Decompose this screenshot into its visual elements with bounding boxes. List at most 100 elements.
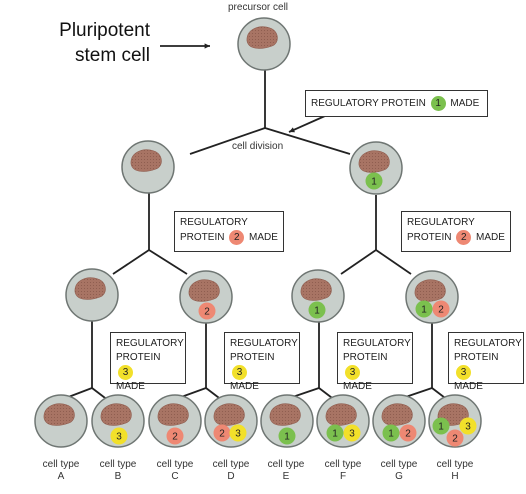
branch-line	[375, 249, 412, 275]
cell-type-text: cell type	[436, 459, 474, 470]
protein-3-number: 3	[235, 429, 241, 440]
nucleus	[213, 403, 245, 426]
reg3-c-made: MADE	[343, 381, 372, 393]
protein-1-marker	[278, 427, 296, 445]
protein-3-marker	[110, 427, 128, 445]
nucleus	[246, 26, 278, 49]
cell-type-text: cell type	[156, 459, 194, 470]
protein-2-number: 2	[204, 307, 210, 318]
cell-type-letter: E	[282, 471, 290, 482]
branch-line	[189, 127, 266, 155]
protein-2-marker	[399, 424, 417, 442]
protein-3-badge: 3	[456, 365, 471, 380]
cell-division-label: cell division	[232, 141, 284, 152]
cell-type-a-label: cell type A	[31, 459, 91, 483]
cell-type-b-label: cell type B	[88, 459, 148, 483]
reg2-right-line1: REGULATORY	[407, 217, 475, 228]
protein-1-marker	[432, 417, 450, 435]
reg3-d-line1: REGULATORY	[454, 338, 522, 349]
regulatory-protein-3-box-c: REGULATORY PROTEIN 3 MADE	[337, 332, 413, 392]
arrowhead	[289, 127, 295, 133]
reg3-b-made: MADE	[230, 381, 259, 393]
reg3-d-line2: PROTEIN 3	[454, 351, 518, 380]
daughter-cell-left	[121, 140, 175, 194]
reg3-c-line2: PROTEIN 3	[343, 351, 407, 380]
protein-1-marker	[308, 301, 326, 319]
cell-level3-2: 2	[179, 270, 233, 324]
protein-2-number: 2	[438, 305, 444, 316]
cell-type-text: cell type	[380, 459, 418, 470]
protein-2-badge: 2	[229, 230, 245, 245]
cell-type-letter: C	[171, 471, 179, 482]
protein-1-number: 1	[284, 432, 290, 443]
protein-1-marker	[415, 300, 433, 318]
cell-type-letter: F	[339, 471, 347, 482]
protein-1-marker	[365, 172, 383, 190]
cell-type-a	[34, 394, 88, 448]
reg3-d-protein: PROTEIN	[454, 352, 499, 363]
protein-2-marker	[213, 424, 231, 442]
protein-2-number: 2	[172, 432, 178, 443]
reg2-left-protein: PROTEIN	[180, 232, 225, 244]
protein-2-number: 2	[219, 429, 225, 440]
protein-3-number: 3	[465, 422, 471, 433]
reg3-b-protein: PROTEIN	[230, 352, 275, 363]
nucleus	[414, 279, 446, 302]
cell-type-text: cell type	[99, 459, 137, 470]
reg2-left-made: MADE	[249, 232, 278, 244]
nucleus	[300, 278, 332, 301]
cell-type-c-label: cell type C	[145, 459, 205, 483]
reg2-left-line1: REGULATORY	[180, 217, 248, 228]
precursor-cell-label: precursor cell	[228, 2, 289, 13]
cell-type-g-label: cell type G	[369, 459, 429, 483]
nucleus	[100, 403, 132, 426]
cell-level3-3: 1	[291, 269, 345, 323]
cell-type-b: 3	[91, 394, 145, 448]
cell-type-letter: B	[114, 471, 122, 482]
daughter-cell-right: 1	[349, 141, 403, 195]
cell-type-letter: G	[395, 471, 403, 482]
cell-type-text: cell type	[267, 459, 305, 470]
protein-1-number: 1	[438, 422, 444, 433]
nucleus	[130, 149, 162, 172]
protein-3-badge: 3	[118, 365, 133, 380]
protein-2-number: 2	[452, 434, 458, 445]
protein-2-marker	[446, 429, 464, 447]
branch-line	[264, 127, 351, 155]
nucleus	[269, 403, 301, 426]
arrowhead	[204, 43, 210, 49]
protein-2-number: 2	[405, 429, 411, 440]
protein-2-marker	[198, 302, 216, 320]
regulatory-protein-3-box-a: REGULATORY PROTEIN 3 MADE	[110, 332, 186, 392]
branch-line	[340, 249, 377, 275]
cell-type-letter: A	[57, 471, 65, 482]
protein-3-marker	[343, 424, 361, 442]
protein-3-badge: 3	[232, 365, 247, 380]
protein-1-marker	[326, 424, 344, 442]
nucleus	[325, 403, 357, 426]
protein-1-number: 1	[314, 306, 320, 317]
cell-type-h-label: cell type H	[425, 459, 485, 483]
protein-1-arrow	[288, 115, 326, 133]
reg3-a-made: MADE	[116, 381, 145, 393]
reg3-c-line1: REGULATORY	[343, 338, 411, 349]
cell-type-text: cell type	[212, 459, 250, 470]
nucleus	[157, 403, 189, 426]
reg3-a-line1: REGULATORY	[116, 338, 184, 349]
cell-type-letter: H	[451, 471, 459, 482]
cell-type-f-label: cell type F	[313, 459, 373, 483]
cell-level3-1	[65, 268, 119, 322]
protein-3-badge: 3	[345, 365, 360, 380]
regulatory-protein-3-box-d: REGULATORY PROTEIN 3 MADE	[448, 332, 524, 392]
reg3-a-protein: PROTEIN	[116, 352, 161, 363]
nucleus	[358, 150, 390, 173]
protein-1-number: 1	[388, 429, 394, 440]
protein-3-marker	[229, 424, 247, 442]
pluripotent-stem-cell-label: Pluripotent stem cell	[20, 18, 150, 68]
branch-line	[148, 249, 188, 275]
reg2-right-protein: PROTEIN	[407, 232, 452, 244]
protein-1-number: 1	[371, 177, 377, 188]
cell-type-h: 1 32	[428, 394, 482, 448]
